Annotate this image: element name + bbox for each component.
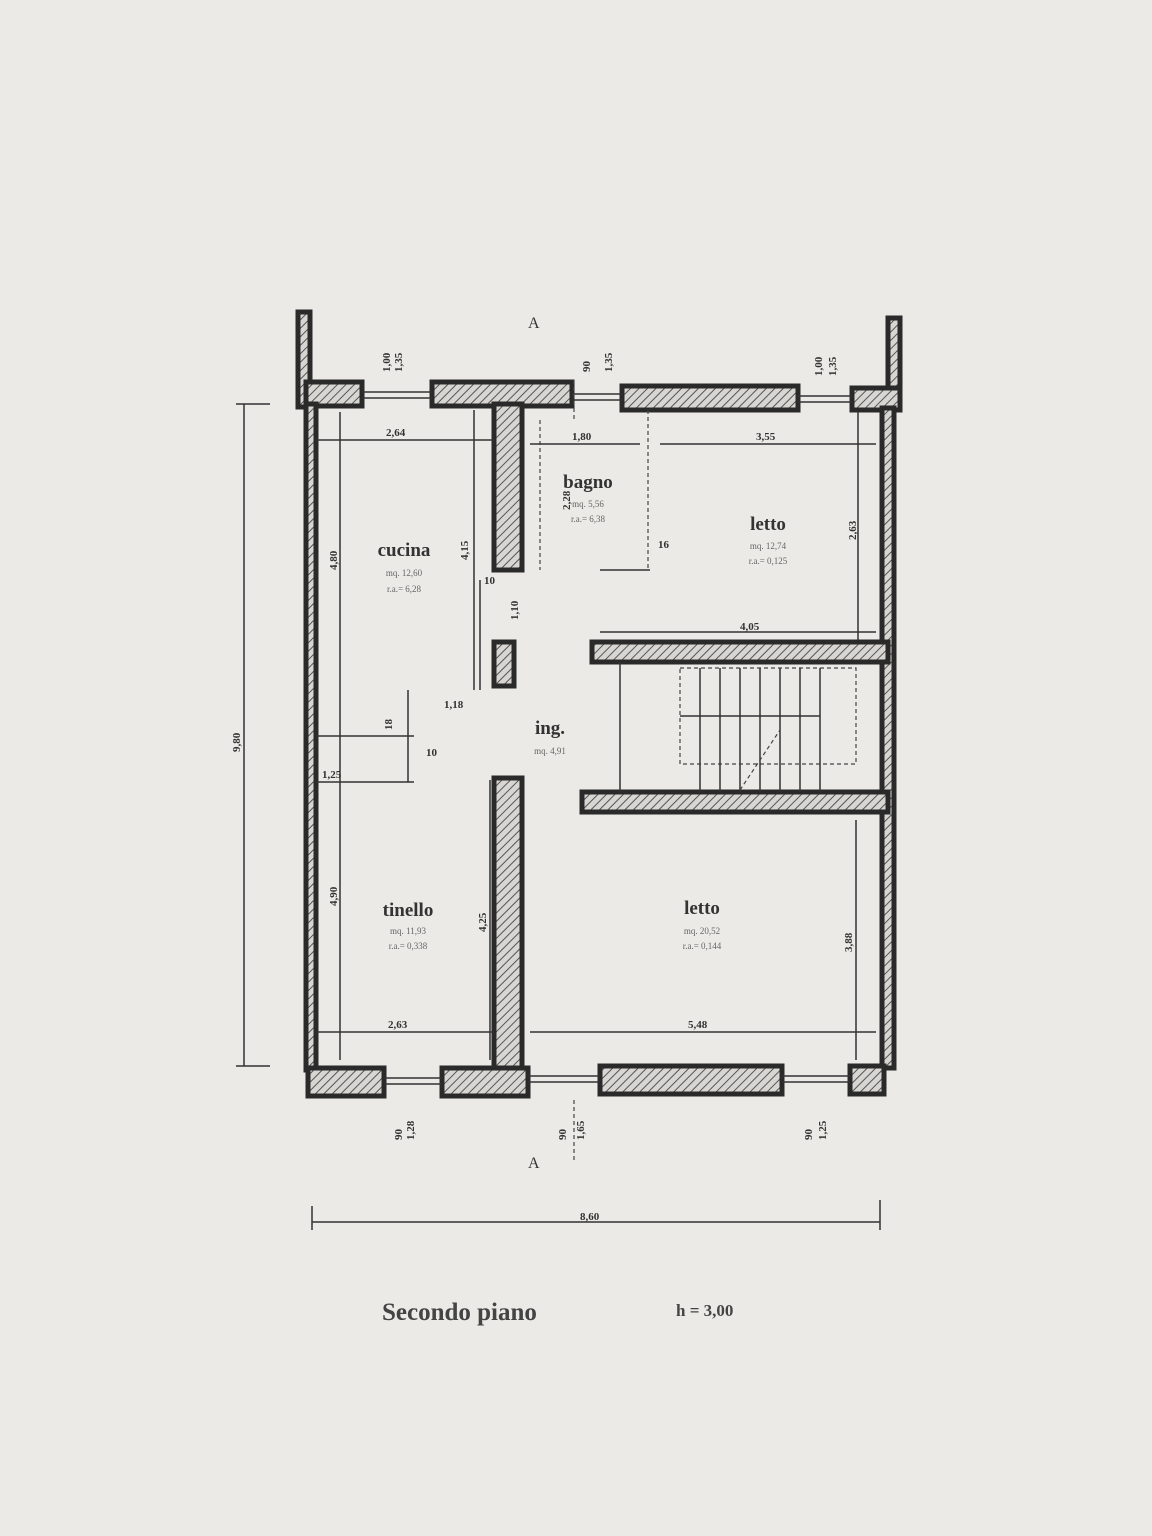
dimension-label: 2,64	[386, 427, 406, 439]
room-area: mq. 11,93	[390, 926, 426, 936]
section-mark-bottom: A	[528, 1155, 540, 1172]
room-area: mq. 20,52	[684, 926, 720, 936]
dimension-label: 1,25	[817, 1120, 829, 1140]
room-ra: r.a.= 0,125	[749, 556, 788, 566]
dimension-label: 4,15	[459, 540, 471, 560]
dimension-label: 1,35	[603, 352, 615, 372]
window-labels-top: 1,00 1,35 90 1,35 1,00 1,35	[381, 352, 839, 376]
dimension-label: 1,10	[509, 600, 521, 620]
room-area: mq. 4,91	[534, 746, 566, 756]
dimension-label: 4,05	[740, 621, 760, 633]
room-letto-2: letto mq. 20,52 r.a.= 0,144	[683, 898, 722, 951]
dimension-label: 2,63	[847, 520, 859, 540]
room-area: mq. 12,74	[750, 541, 787, 551]
room-tinello: tinello mq. 11,93 r.a.= 0,338	[383, 900, 434, 951]
interior-lines	[236, 380, 881, 1230]
dimension-label: 1,28	[405, 1120, 417, 1140]
dimension-label: 1,65	[575, 1120, 587, 1140]
dimension-label: 8,60	[580, 1211, 600, 1223]
window-labels-bottom: 90 1,28 90 1,65 90 1,25	[393, 1120, 829, 1140]
room-name: letto	[750, 514, 786, 535]
dimension-labels: 2,64 1,80 3,55 4,05 1,18 1,25 2,63 5,48 …	[231, 427, 859, 1223]
room-letto-1: letto mq. 12,74 r.a.= 0,125	[749, 514, 788, 566]
dimension-label: 3,88	[843, 932, 855, 952]
room-cucina: cucina mq. 12,60 r.a.= 6,28	[378, 540, 431, 594]
room-name: tinello	[383, 900, 434, 921]
room-area: mq. 5,56	[572, 499, 604, 509]
room-name: letto	[684, 898, 720, 919]
dimension-label: 2,63	[388, 1019, 408, 1031]
room-area: mq. 12,60	[386, 568, 423, 578]
dimension-label: 90	[803, 1129, 815, 1141]
dimension-label: 10	[426, 747, 438, 759]
room-ra: r.a.= 6,38	[571, 514, 606, 524]
dimension-label: 1,00	[813, 356, 825, 376]
dimension-label: 1,35	[393, 352, 405, 372]
room-name: cucina	[378, 540, 431, 561]
dimension-label: 1,18	[444, 699, 464, 711]
dimension-label: 90	[393, 1129, 405, 1141]
walls	[295, 309, 903, 1099]
windows	[362, 391, 852, 1085]
dimension-label: 1,25	[322, 769, 342, 781]
dimension-label: 90	[581, 361, 593, 373]
dimension-label: 3,55	[756, 431, 776, 443]
dimension-label: 10	[484, 575, 496, 587]
dimension-label: 1,00	[381, 352, 393, 372]
room-name: ing.	[535, 718, 565, 739]
dimension-label: 4,90	[328, 886, 340, 906]
dimension-label: 90	[557, 1129, 569, 1141]
plan-title: Secondo piano	[382, 1299, 537, 1326]
dimension-label: 9,80	[231, 732, 243, 752]
dimension-label: 4,25	[477, 912, 489, 932]
staircase	[679, 667, 857, 792]
room-name: bagno	[563, 472, 613, 493]
dimension-label: 18	[383, 719, 395, 731]
room-ra: r.a.= 0,144	[683, 941, 722, 951]
dimension-label: 5,48	[688, 1019, 708, 1031]
room-ingresso: ing. mq. 4,91	[534, 718, 566, 756]
dimension-label: 16	[658, 539, 670, 551]
height-note: h = 3,00	[676, 1301, 733, 1320]
room-bagno: bagno mq. 5,56 r.a.= 6,38	[563, 472, 613, 524]
room-ra: r.a.= 0,338	[389, 941, 428, 951]
dimension-label: 1,35	[827, 356, 839, 376]
dimension-label: 1,80	[572, 431, 592, 443]
dimension-label: 2,28	[561, 490, 573, 510]
room-ra: r.a.= 6,28	[387, 584, 422, 594]
section-mark-top: A	[528, 315, 540, 332]
dimension-label: 4,80	[328, 550, 340, 570]
